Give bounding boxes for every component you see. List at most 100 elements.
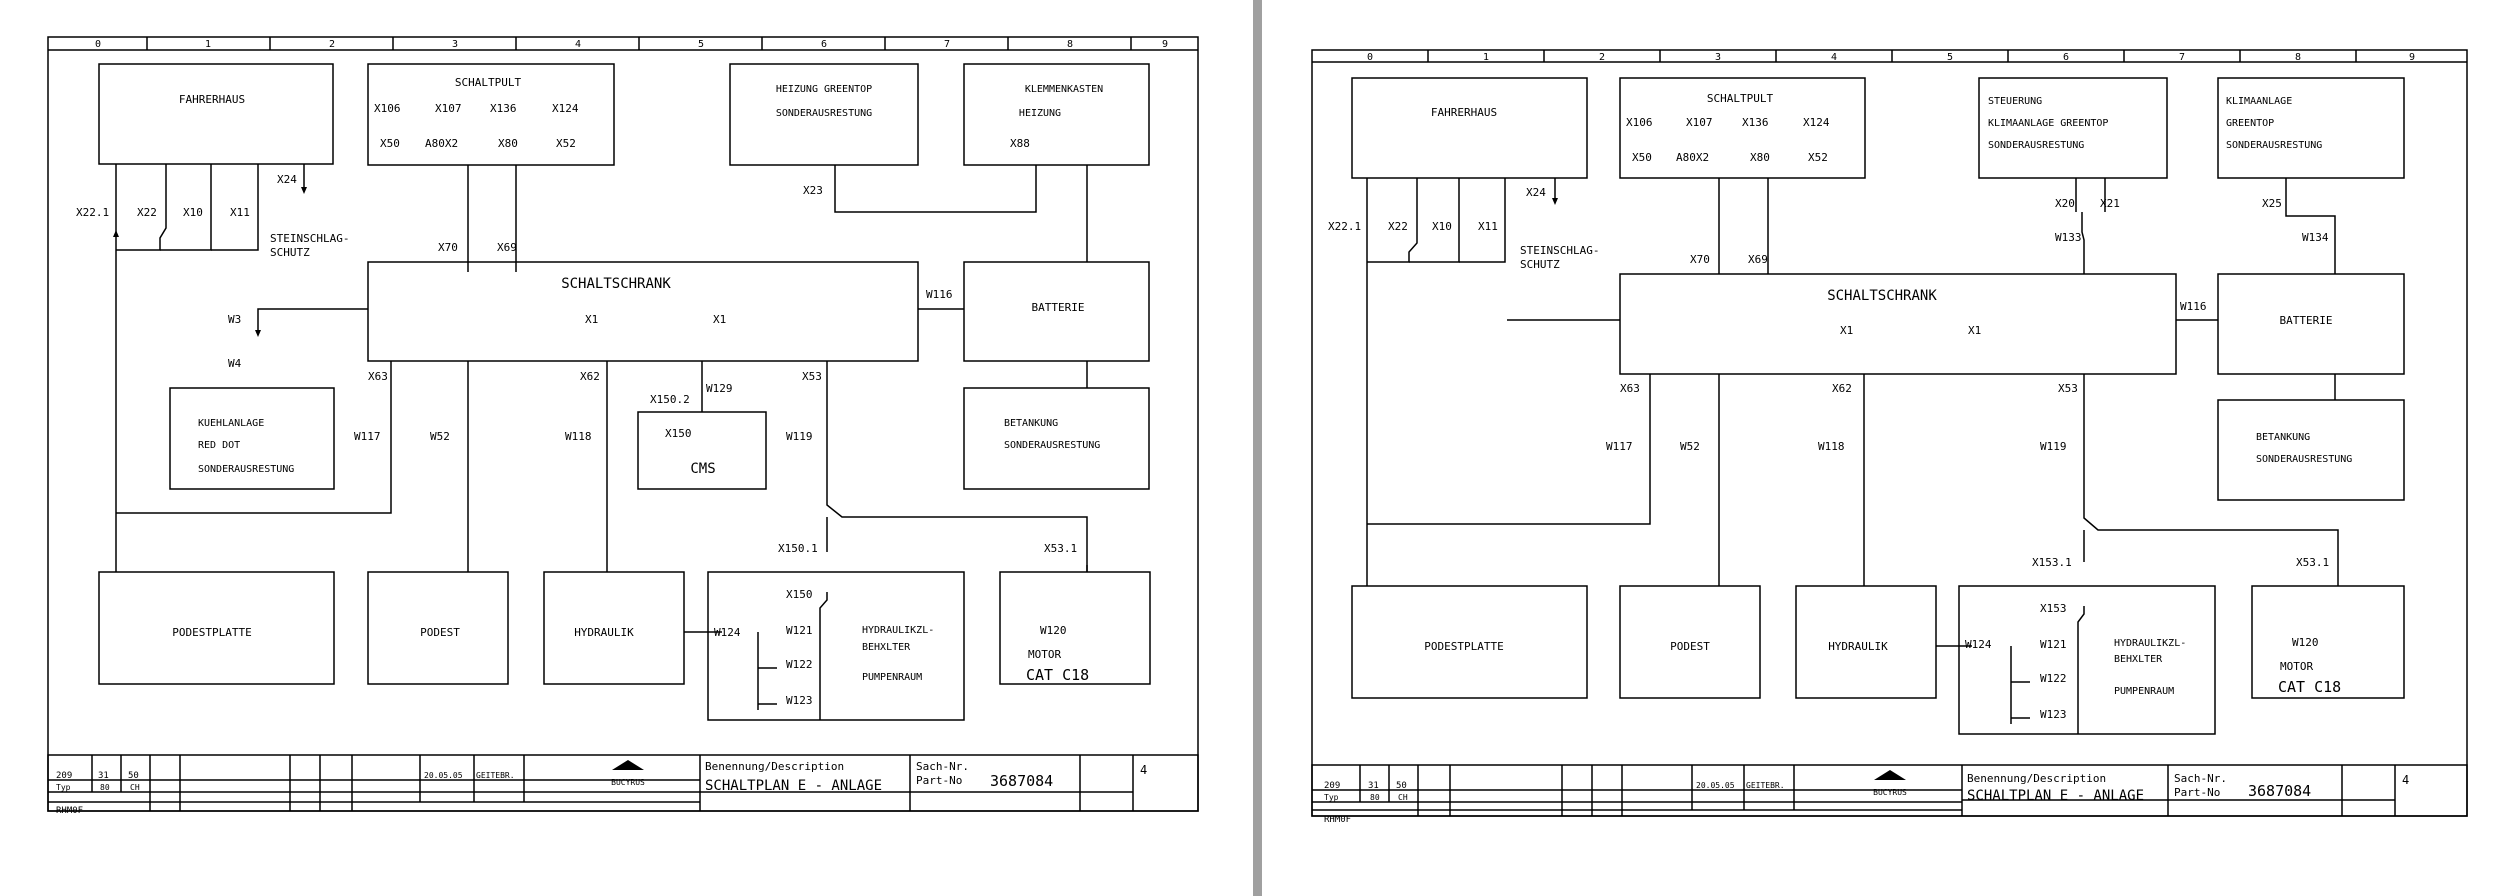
box-motor-line-1: MOTOR [1028,648,1061,661]
label-x106: X106 [1626,116,1653,129]
box-tank-line-2: BEHXLTER [862,642,911,653]
tb-code-3: 50 [128,771,139,781]
tb-typ: Typ [56,783,71,792]
box-hydraulik: HYDRAULIK [574,626,634,639]
box-betankung-line-1: BETANKUNG [1004,418,1058,429]
tb-code-2: 31 [98,771,109,781]
schematic-page-2: 0 1 2 3 4 5 6 7 8 9 FAHRERHAUS SCHALTPUL… [1262,0,2519,896]
label-x150-1: X150.1 [778,542,818,555]
label-x52: X52 [1808,151,1828,164]
label-x153-1: X153.1 [2032,556,2072,569]
box-podestplatte: PODESTPLATTE [172,626,251,639]
tb-rev: RHM0F [56,806,83,816]
ruler-0: 0 [1367,52,1373,63]
box-schaltschrank: SCHALTSCHRANK [1827,288,1937,304]
label-w116: W116 [2180,300,2207,313]
box-betankung-line-2: SONDERAUSRESTUNG [1004,440,1100,451]
tb-typ-1: 80 [100,783,110,792]
label-w119: W119 [2040,440,2067,453]
box-klemmenkasten-line-2: HEIZUNG [1019,108,1061,119]
label-w133: W133 [2055,231,2082,244]
label-w3: W3 [228,313,241,326]
label-x23: X23 [803,184,823,197]
box-klimaanlage-line-1: KLIMAANLAGE [2226,96,2292,107]
box-kuehlanlage-line-2: RED DOT [198,440,240,451]
label-x1-b: X1 [1968,324,1981,337]
label-w122: W122 [786,658,813,671]
label-x10: X10 [1432,220,1452,233]
ruler-5: 5 [1947,52,1953,63]
label-w122: W122 [2040,672,2067,685]
ruler-2: 2 [1599,52,1605,63]
box-hydraulik: HYDRAULIK [1828,640,1888,653]
label-w52: W52 [430,430,450,443]
tb-typ-2: CH [1398,793,1408,802]
box-cms: CMS [690,461,715,477]
tb-date: 20.05.05 [424,771,463,780]
label-w118: W118 [1818,440,1845,453]
label-w124: W124 [714,626,741,639]
box-heizung-line-1: HEIZUNG GREENTOP [776,84,872,95]
box-tank-line-1: HYDRAULIKZL- [2114,638,2186,649]
ruler-5: 5 [698,39,704,50]
label-x62: X62 [580,370,600,383]
ruler-3: 3 [452,39,458,50]
tb-title: SCHALTPLAN E - ANLAGE [705,778,882,794]
label-x69: X69 [1748,253,1768,266]
ruler-6: 6 [2063,52,2069,63]
label-x150-2: X150.2 [650,393,690,406]
label-x63: X63 [368,370,388,383]
ruler-8: 8 [2295,52,2301,63]
box-fahrerhaus: FAHRERHAUS [1431,106,1497,119]
label-w119: W119 [786,430,813,443]
label-w123: W123 [2040,708,2067,721]
label-x1-a: X1 [1840,324,1853,337]
box-tank-line-3: PUMPENRAUM [862,672,922,683]
ruler-1: 1 [205,39,211,50]
box-fahrerhaus: FAHRERHAUS [179,93,245,106]
tb-sheet: 4 [2402,773,2409,787]
box-schaltschrank: SCHALTSCHRANK [561,276,671,292]
label-x63: X63 [1620,382,1640,395]
box-steuerung-line-1: STEUERUNG [1988,96,2042,107]
label-x50: X50 [380,137,400,150]
ruler-4: 4 [575,39,581,50]
ruler-6: 6 [821,39,827,50]
label-x20: X20 [2055,197,2075,210]
box-batterie: BATTERIE [1032,301,1085,314]
box-podest: PODEST [1670,640,1710,653]
tb-typ-2: CH [130,783,140,792]
label-x70: X70 [438,241,458,254]
tb-sach-nr: Sach-Nr. [916,760,969,773]
ruler-3: 3 [1715,52,1721,63]
label-x1-a: X1 [585,313,598,326]
label-x150b: X150 [786,588,813,601]
ruler-9: 9 [1162,39,1168,50]
tb-sheet: 4 [1140,763,1147,777]
bucyrus-logo-text: BUCYRUS [1873,788,1907,797]
ruler-7: 7 [2179,52,2185,63]
label-stein-2: SCHUTZ [1520,258,1560,271]
label-x62: X62 [1832,382,1852,395]
label-x53-1: X53.1 [2296,556,2329,569]
tb-rev: RHM0F [1324,815,1351,825]
label-w134: W134 [2302,231,2329,244]
label-w117: W117 [354,430,381,443]
tb-part-no-label: Part-No [2174,786,2220,799]
label-x50: X50 [1632,151,1652,164]
tb-title: SCHALTPLAN E - ANLAGE [1967,788,2144,804]
label-x53-1: X53.1 [1044,542,1077,555]
label-x69: X69 [497,241,517,254]
bucyrus-logo: BUCYRUS [1873,770,1907,797]
tb-code-1: 209 [56,771,72,781]
label-stein-1: STEINSCHLAG- [1520,244,1599,257]
box-kuehlanlage-line-3: SONDERAUSRESTUNG [198,464,294,475]
box-motor-line-1: MOTOR [2280,660,2313,673]
label-a80x2: A80X2 [425,137,458,150]
label-w129: W129 [706,382,733,395]
tb-part-no: 3687084 [990,772,1053,790]
label-stein-1: STEINSCHLAG- [270,232,349,245]
bucyrus-logo: BUCYRUS [611,760,645,787]
label-x80: X80 [498,137,518,150]
tb-typ-1: 80 [1370,793,1380,802]
